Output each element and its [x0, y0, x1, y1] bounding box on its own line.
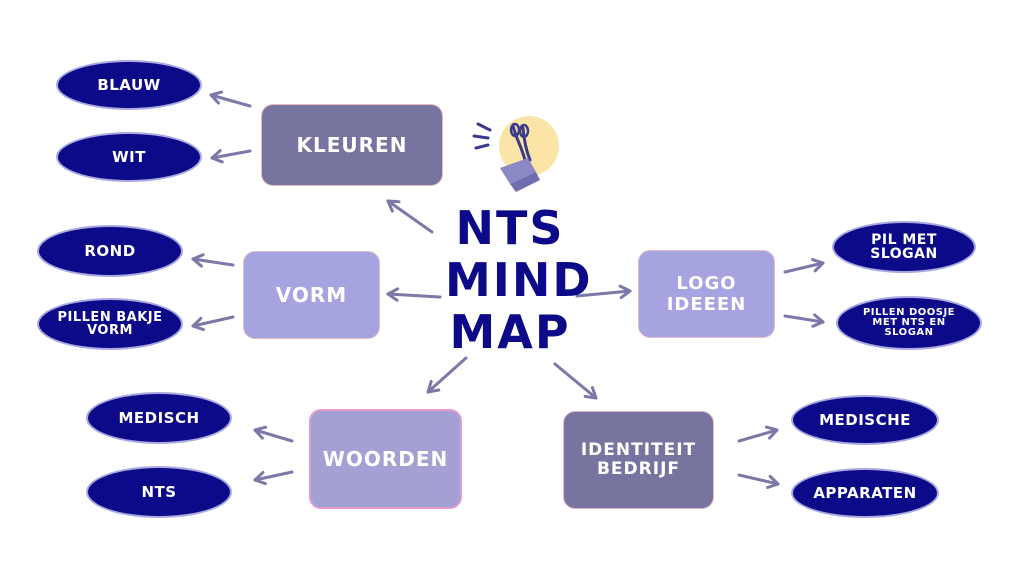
- leaf-label: WIT: [112, 147, 146, 166]
- branch-kleuren: KLEUREN: [261, 104, 443, 186]
- leaf-pillen-bakje-vorm: PILLEN BAKJE VORM: [37, 298, 183, 350]
- leaf-label: MEDISCH: [118, 408, 200, 427]
- arrow-kleuren-to-blauw: [209, 90, 252, 108]
- arrow-woorden-to-medisch: [253, 425, 294, 443]
- arrow-center-to-vorm: [386, 287, 442, 302]
- branch-label-line: IDENTITEIT: [580, 440, 697, 460]
- arrow-logo-to-pillen-doosje: [783, 313, 825, 328]
- arrow-center-to-identiteit: [553, 362, 598, 400]
- leaf-label: NTS: [141, 482, 177, 501]
- leaf-pillen-doosje: PILLEN DOOSJE MET NTS EN SLOGAN: [836, 296, 982, 350]
- leaf-label: APPARATEN: [813, 483, 917, 502]
- leaf-medische: MEDISCHE: [791, 395, 939, 445]
- branch-identiteit-bedrijf: IDENTITEIT BEDRIJF: [563, 411, 714, 509]
- arrow-identiteit-to-medische: [737, 425, 779, 443]
- arrow-center-to-kleuren: [386, 199, 434, 234]
- branch-woorden: WOORDEN: [309, 409, 462, 509]
- leaf-label-line: PILLEN DOOSJE: [862, 307, 956, 318]
- lightbulb-icon: [470, 112, 570, 201]
- leaf-pil-met-slogan: PIL MET SLOGAN: [832, 221, 976, 273]
- arrow-vorm-to-rond: [191, 253, 235, 268]
- leaf-label: BLAUW: [97, 75, 161, 94]
- leaf-label: MEDISCHE: [819, 410, 911, 429]
- branch-label-line: BEDRIJF: [596, 459, 681, 479]
- leaf-label-line: PIL MET: [871, 232, 937, 248]
- leaf-wit: WIT: [56, 132, 202, 182]
- arrow-center-to-woorden: [426, 356, 468, 394]
- leaf-medisch: MEDISCH: [86, 392, 232, 444]
- arrow-woorden-to-nts: [253, 470, 294, 486]
- center-title: NTS MIND MAP: [445, 201, 593, 359]
- leaf-label-line: SLOGAN: [870, 246, 938, 262]
- leaf-label-line: PILLEN BAKJE: [57, 310, 163, 325]
- branch-label: VORM: [275, 283, 348, 307]
- center-title-line: NTS: [455, 201, 565, 255]
- center-title-line: MIND: [445, 253, 593, 307]
- arrow-kleuren-to-wit: [210, 149, 252, 164]
- leaf-blauw: BLAUW: [56, 60, 202, 110]
- arrow-vorm-to-pillen-bakje: [191, 315, 235, 332]
- leaf-nts: NTS: [86, 466, 232, 518]
- leaf-label-line: VORM: [87, 323, 133, 338]
- branch-label: KLEUREN: [296, 133, 408, 157]
- arrow-center-to-logo: [575, 284, 632, 300]
- center-title-line: MAP: [449, 305, 571, 359]
- arrow-identiteit-to-apparaten: [737, 473, 780, 489]
- branch-label: LOGO IDEEEN: [666, 273, 747, 315]
- leaf-label: ROND: [84, 241, 136, 260]
- arrow-logo-to-pil-met-slogan: [783, 258, 825, 274]
- branch-vorm: VORM: [243, 251, 380, 339]
- leaf-apparaten: APPARATEN: [791, 468, 939, 518]
- leaf-label-line: MET NTS EN: [872, 317, 946, 328]
- leaf-label-line: SLOGAN: [884, 327, 934, 338]
- branch-logo-ideeen: LOGO IDEEEN: [638, 250, 775, 338]
- branch-label: WOORDEN: [322, 447, 449, 471]
- leaf-rond: ROND: [37, 225, 183, 277]
